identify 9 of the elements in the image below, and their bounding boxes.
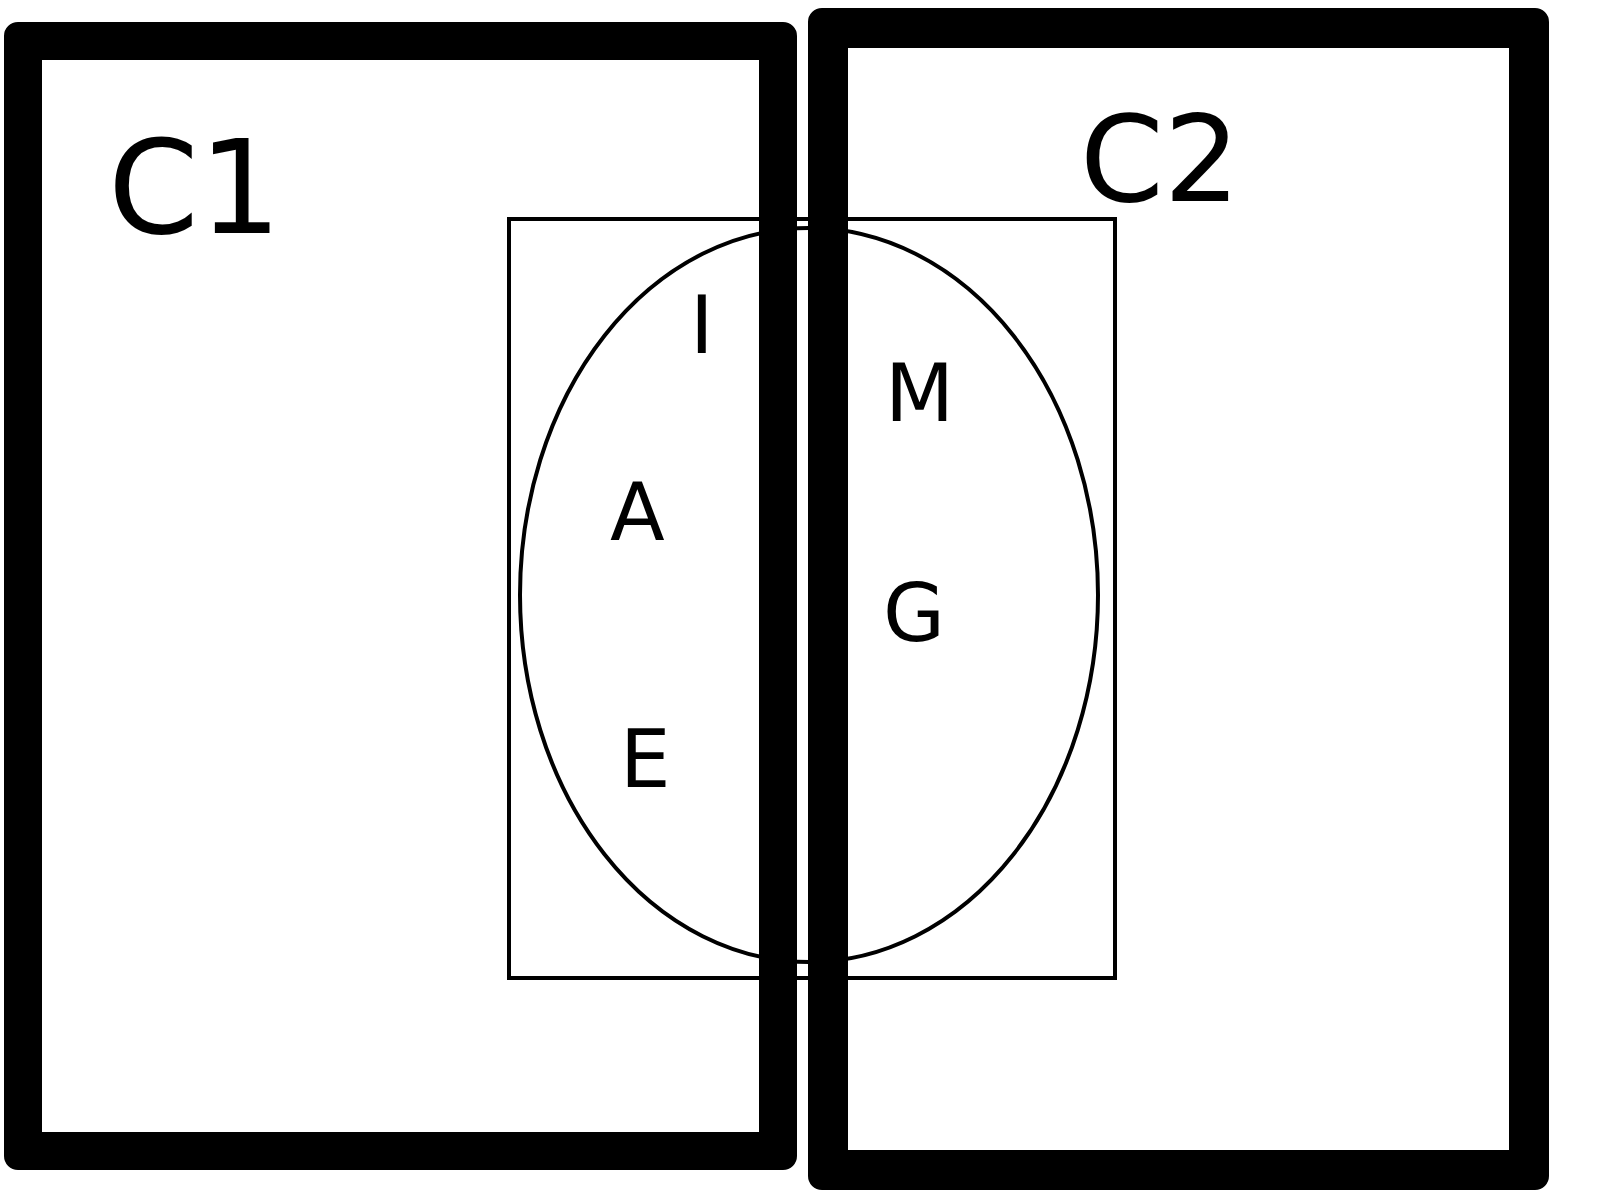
thick-frame	[808, 8, 1549, 1190]
region-label: C2	[1080, 100, 1241, 220]
region-label: C1	[108, 123, 282, 253]
letter-label: I	[690, 286, 714, 366]
letter-label: M	[885, 354, 955, 434]
letter-label: G	[883, 574, 945, 654]
letter-label: E	[620, 720, 671, 800]
letter-label: A	[610, 473, 665, 553]
thick-frame	[4, 22, 797, 1170]
